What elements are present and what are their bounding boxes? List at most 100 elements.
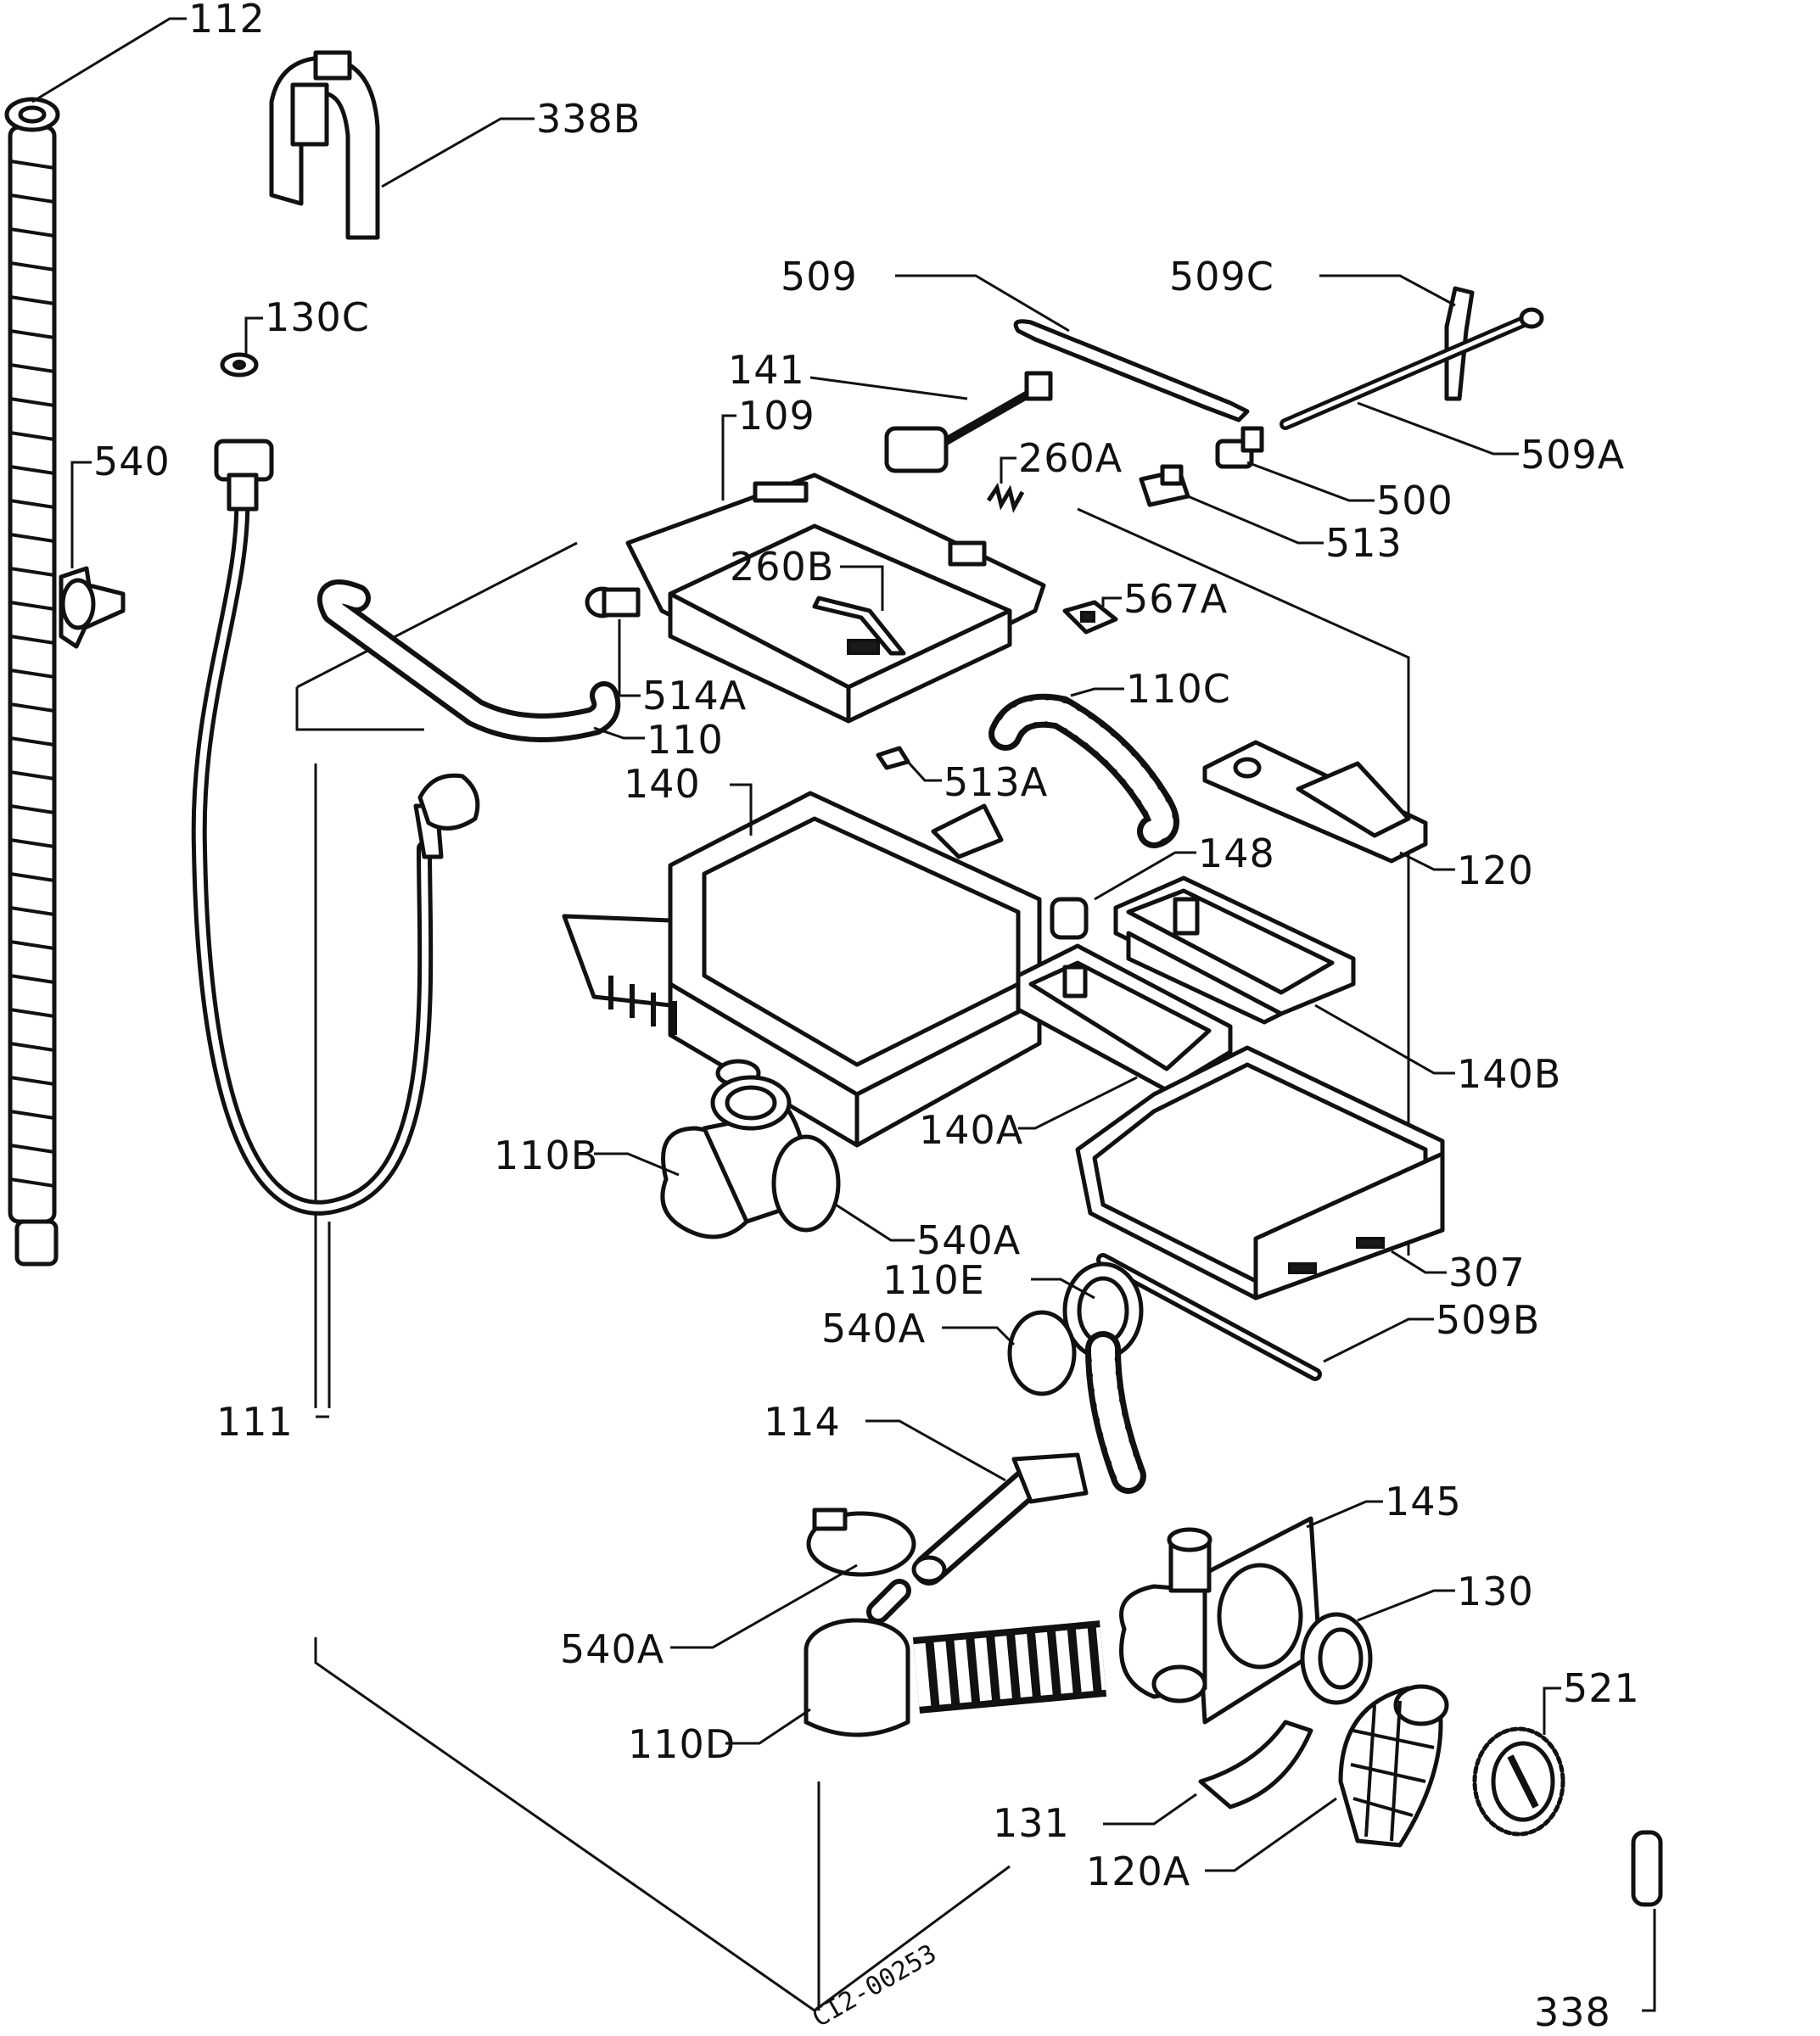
- label-260b: 260B: [730, 544, 834, 590]
- leader-509a: [1357, 401, 1519, 456]
- part-140-dispenser-housing: [562, 791, 1042, 1148]
- label-140: 140: [624, 761, 701, 807]
- leader-509: [895, 274, 1070, 333]
- label-111: 111: [216, 1399, 294, 1445]
- part-513a-clip: [876, 746, 910, 770]
- label-509: 509: [781, 254, 858, 299]
- leader-130c: [244, 316, 263, 356]
- label-148: 148: [1198, 831, 1275, 876]
- part-540-clamp: [59, 566, 126, 649]
- leader-307: [1391, 1250, 1447, 1274]
- leader-110c: [1070, 687, 1124, 697]
- part-114-pipe: [911, 1452, 1089, 1586]
- leader-110b: [594, 1152, 680, 1177]
- leader-109: [721, 414, 736, 501]
- label-110: 110: [647, 717, 724, 763]
- label-110b: 110B: [494, 1133, 598, 1178]
- part-509a-rod: [1280, 307, 1544, 430]
- leader-145: [1306, 1500, 1383, 1529]
- label-540a-2: 540A: [821, 1306, 926, 1351]
- label-112: 112: [188, 0, 266, 42]
- part-260a-spring: [986, 482, 1025, 513]
- leader-338: [1642, 1909, 1656, 2012]
- label-513a: 513A: [944, 759, 1048, 805]
- label-110e: 110E: [882, 1257, 985, 1303]
- part-521-knob: [1472, 1726, 1565, 1837]
- label-513: 513: [1325, 520, 1403, 566]
- leader-500: [1246, 461, 1375, 502]
- part-540a-clamp-2: [1007, 1310, 1077, 1396]
- part-120-lid: [1202, 740, 1428, 864]
- part-307-drawer: [1075, 1045, 1445, 1300]
- part-110-bent-hose: [317, 579, 621, 742]
- label-140b: 140B: [1457, 1051, 1561, 1097]
- part-509-lever: [1013, 319, 1250, 422]
- leader-540: [70, 461, 92, 568]
- label-140a: 140A: [919, 1107, 1023, 1153]
- leader-131: [1103, 1793, 1197, 1826]
- leader-110: [593, 726, 645, 740]
- leader-509b: [1323, 1317, 1434, 1363]
- leader-140: [730, 783, 753, 836]
- leader-260a: [1000, 456, 1016, 484]
- leader-110d: [725, 1708, 811, 1745]
- label-141: 141: [728, 347, 805, 393]
- part-130c-washer: [220, 352, 259, 378]
- part-130-seal-ring: [1300, 1612, 1373, 1705]
- leader-141: [809, 376, 968, 400]
- leader-513a: [906, 760, 942, 782]
- part-131-shield: [1198, 1720, 1313, 1809]
- leader-567a: [1101, 596, 1122, 607]
- leader-140a: [1018, 1076, 1138, 1130]
- label-110d: 110D: [628, 1721, 736, 1767]
- part-514a-nozzle: [585, 586, 641, 618]
- leader-540a-1: [835, 1203, 915, 1242]
- leader-509c: [1319, 274, 1456, 307]
- part-500-knob: [1215, 426, 1264, 469]
- part-140a-compartment: [1016, 943, 1233, 1093]
- label-109: 109: [738, 393, 815, 439]
- leader-338b: [381, 117, 535, 188]
- leader-120: [1399, 851, 1455, 871]
- part-141-solenoid: [884, 371, 1053, 473]
- part-112-corrugated-hose: [4, 97, 60, 1267]
- part-111-inlet-hose: [191, 439, 480, 1216]
- label-260a: 260A: [1018, 435, 1123, 481]
- label-120: 120: [1457, 847, 1534, 893]
- part-540a-clamp-1: [771, 1134, 841, 1233]
- leader-120a: [1205, 1797, 1337, 1872]
- part-140b-compartment: [1113, 875, 1356, 1025]
- label-338b: 338B: [536, 96, 641, 142]
- label-509b: 509B: [1436, 1297, 1540, 1343]
- leader-112: [31, 17, 187, 103]
- part-148-cap: [1050, 897, 1089, 940]
- part-338-clip: [1631, 1830, 1663, 1907]
- label-120a: 120A: [1086, 1849, 1190, 1894]
- leader-540a-2: [942, 1326, 1016, 1346]
- leader-514a: [618, 619, 641, 697]
- label-110c: 110C: [1126, 666, 1231, 712]
- leader-140b: [1314, 1004, 1455, 1075]
- leader-114: [865, 1419, 1006, 1482]
- leader-260b: [840, 565, 884, 611]
- label-540a-3: 540A: [560, 1626, 664, 1672]
- part-110d-sump-hose: [804, 1579, 1107, 1737]
- label-514a: 514A: [642, 673, 747, 719]
- drawing-code: CI2-00253: [808, 1938, 942, 2033]
- part-110e-elbow-hose: [1062, 1261, 1146, 1494]
- part-260b-flat-spring: [812, 596, 906, 656]
- label-567a: 567A: [1123, 576, 1228, 622]
- label-521: 521: [1563, 1665, 1640, 1711]
- leader-513: [1187, 495, 1324, 545]
- label-131: 131: [993, 1800, 1070, 1846]
- leader-110e: [1031, 1278, 1095, 1300]
- label-130c: 130C: [265, 294, 370, 340]
- part-338b-hook-bracket: [269, 50, 380, 240]
- part-567a-cover: [1062, 600, 1118, 635]
- part-513-bracket: [1139, 464, 1190, 507]
- label-509a: 509A: [1520, 432, 1625, 478]
- label-509c: 509C: [1169, 254, 1274, 299]
- leader-130: [1357, 1589, 1455, 1622]
- leader-148: [1094, 851, 1196, 901]
- part-540a-clamp-3: [806, 1507, 916, 1577]
